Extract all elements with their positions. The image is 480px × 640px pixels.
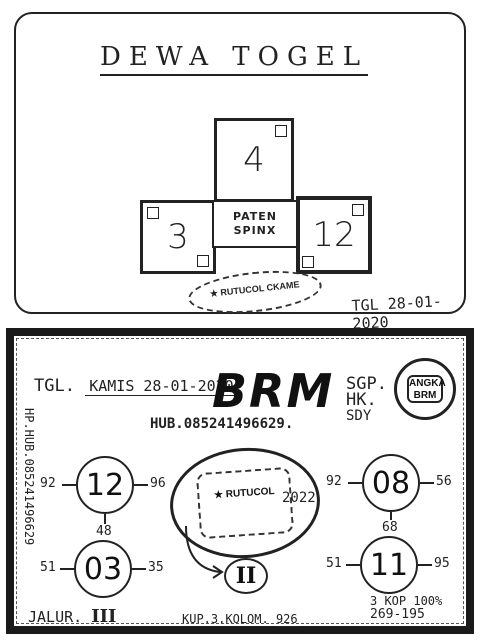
kup-label: KUP.3.KOLOM. bbox=[182, 612, 269, 626]
box-left: 3 bbox=[140, 200, 216, 274]
corner-mark bbox=[275, 125, 287, 137]
circle-right-value: 35 bbox=[148, 560, 164, 575]
circle-number: 12 bbox=[85, 467, 125, 503]
corner-mark bbox=[197, 255, 209, 267]
circle-right-value: 95 bbox=[434, 556, 450, 571]
curved-arrow-icon bbox=[185, 525, 224, 579]
circle-number: 08 bbox=[371, 465, 411, 501]
circle-left-value: 92 bbox=[326, 474, 342, 489]
connector-line bbox=[132, 568, 146, 570]
connector-line bbox=[390, 512, 392, 520]
dewa-togel-title: DEWA TOGEL bbox=[100, 42, 368, 76]
jalur-value: III bbox=[91, 606, 117, 627]
box-middle: PATEN SPINX bbox=[212, 200, 298, 248]
box-right: 12 bbox=[296, 196, 372, 274]
circle-right-value: 96 bbox=[150, 476, 166, 491]
circle-number: 11 bbox=[369, 547, 409, 583]
bottom-right-line1: 3 KOP 100% bbox=[370, 594, 443, 608]
box-left-number: 3 bbox=[167, 217, 189, 257]
circle-right-value: 56 bbox=[436, 474, 452, 489]
market-hk: HK. bbox=[346, 390, 377, 410]
corner-mark bbox=[352, 204, 364, 216]
bottom-card: TGL. KAMIS 28-01-2020 BRM SGP. HK. SDY A… bbox=[6, 328, 474, 634]
box-right-number: 12 bbox=[312, 215, 356, 255]
circle-bottom-right: 11 bbox=[360, 536, 418, 594]
box-top: 4 bbox=[214, 118, 294, 202]
connector-line bbox=[62, 484, 76, 486]
hub-phone-vertical: HP.HUB.085241496629 bbox=[22, 408, 36, 546]
connector-line bbox=[418, 564, 432, 566]
box-middle-line1: PATEN bbox=[233, 210, 277, 223]
connector-line bbox=[348, 482, 362, 484]
bottom-right-line2: 269-195 bbox=[370, 607, 425, 622]
connector-line bbox=[134, 484, 148, 486]
circle-top-left: 12 bbox=[76, 456, 134, 514]
roman-numeral: II bbox=[224, 558, 268, 594]
box-middle-text: PATEN SPINX bbox=[233, 210, 277, 238]
tgl-label: TGL. bbox=[34, 376, 75, 396]
seal-text: ANGKA BRM bbox=[407, 375, 446, 403]
tgl-value: KAMIS 28-01-2020 bbox=[85, 377, 238, 396]
circle-number: 03 bbox=[83, 551, 123, 587]
connector-line bbox=[346, 564, 360, 566]
tgl-line: TGL. KAMIS 28-01-2020 bbox=[34, 376, 238, 396]
bottom-right-notes: 3 KOP 100% 269-195 bbox=[370, 594, 442, 622]
markets-list: SGP. HK. SDY bbox=[346, 374, 387, 425]
box-middle-line2: SPINX bbox=[233, 224, 277, 237]
connector-line bbox=[420, 482, 434, 484]
circle-top-right: 08 bbox=[362, 454, 420, 512]
year-badge: 2022 bbox=[282, 490, 316, 506]
kup-line: KUP.3.KOLOM. 926 bbox=[182, 612, 298, 627]
jalur-line: JALUR. III bbox=[28, 606, 116, 627]
circle-left-value: 51 bbox=[40, 560, 56, 575]
top-date: TGL 28-01-2020 bbox=[351, 292, 443, 333]
box-top-number: 4 bbox=[243, 140, 265, 180]
top-card: DEWA TOGEL 4 3 PATEN SPINX 12 ★ RUTUCOL … bbox=[14, 12, 466, 333]
market-sdy: SDY bbox=[346, 408, 372, 424]
connector-line bbox=[60, 568, 74, 570]
seal-stamp: ANGKA BRM bbox=[394, 358, 456, 420]
hub-phone: HUB.085241496629. bbox=[150, 416, 294, 432]
market-sgp: SGP. bbox=[346, 374, 387, 394]
corner-mark bbox=[302, 256, 314, 268]
circle-left-value: 51 bbox=[326, 556, 342, 571]
connector-line bbox=[104, 514, 106, 524]
corner-mark bbox=[147, 207, 159, 219]
jalur-label: JALUR. bbox=[28, 608, 83, 626]
circle-left-value: 92 bbox=[40, 476, 56, 491]
circle-bottom-left: 03 bbox=[74, 540, 132, 598]
kup-value: 926 bbox=[275, 612, 298, 627]
circle-bottom-value: 48 bbox=[96, 524, 112, 539]
circle-bottom-value: 68 bbox=[382, 520, 398, 535]
brm-title: BRM bbox=[212, 364, 335, 418]
